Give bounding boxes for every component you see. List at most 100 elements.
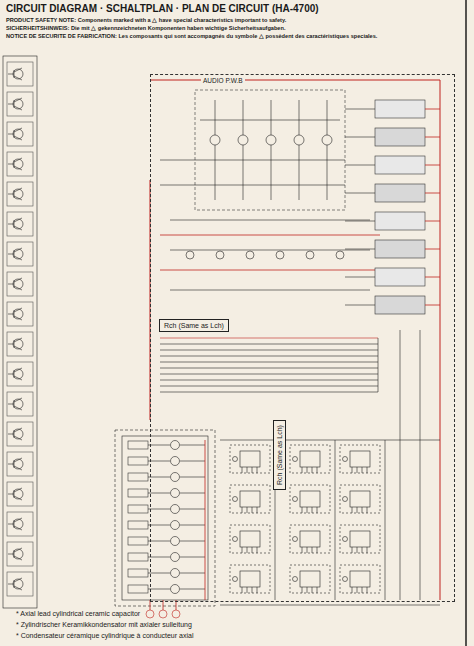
- wire: [345, 137, 375, 138]
- wire: [302, 547, 303, 553]
- component-box: [240, 571, 260, 587]
- wire: [14, 436, 22, 440]
- transistor-symbol: [171, 473, 180, 482]
- wire: [400, 330, 401, 600]
- component-box: [7, 572, 33, 596]
- wire: [299, 100, 300, 135]
- component-box: [300, 451, 320, 467]
- wire: [345, 277, 375, 278]
- transistor-symbol: [343, 537, 348, 542]
- wire: [271, 145, 272, 200]
- footnote: * Condensateur céramique cylindrique à c…: [16, 632, 193, 639]
- transistor-symbol: [13, 519, 23, 529]
- wire: [205, 440, 206, 600]
- wire: [307, 587, 308, 593]
- component-box: [240, 451, 260, 467]
- wire: [14, 196, 22, 200]
- wire: [252, 547, 253, 553]
- wire: [8, 434, 14, 435]
- wire: [352, 467, 353, 473]
- component-box: [128, 457, 148, 465]
- transistor-symbol: [210, 135, 220, 145]
- wire: [299, 145, 300, 200]
- wire: [14, 548, 22, 552]
- wire: [8, 74, 14, 75]
- wire: [312, 587, 313, 593]
- component-box: [300, 571, 320, 587]
- wire: [180, 493, 205, 494]
- wire: [160, 386, 378, 387]
- transistor-symbol: [238, 135, 248, 145]
- transistor-symbol: [293, 537, 298, 542]
- wire: [8, 134, 14, 135]
- component-box: [7, 242, 33, 266]
- wire: [327, 100, 328, 135]
- channel-box: Rch (Same as Lch): [159, 319, 229, 332]
- component-box: [7, 452, 33, 476]
- wire: [378, 338, 379, 392]
- transistor-symbol: [13, 309, 23, 319]
- component-box: [290, 445, 330, 473]
- transistor-symbol: [13, 459, 23, 469]
- transistor-symbol: [13, 429, 23, 439]
- wire: [148, 557, 170, 558]
- wire: [14, 128, 22, 132]
- wire: [307, 507, 308, 513]
- box-label: AUDIO P.W.B: [201, 77, 245, 84]
- component-box: [7, 482, 33, 506]
- wire: [307, 547, 308, 553]
- transistor-symbol: [216, 251, 224, 259]
- wire: [180, 589, 205, 590]
- component-box: [128, 505, 148, 513]
- wire: [367, 507, 368, 513]
- wire: [257, 587, 258, 593]
- transistor-symbol: [343, 457, 348, 462]
- wire: [170, 290, 370, 291]
- wire: [14, 278, 22, 282]
- wire: [170, 250, 370, 251]
- wire: [8, 584, 14, 585]
- wire: [8, 554, 14, 555]
- component-box: [7, 392, 33, 416]
- component-box: [128, 553, 148, 561]
- wire: [345, 109, 375, 110]
- transistor-symbol: [293, 457, 298, 462]
- transistor-symbol: [276, 251, 284, 259]
- wire: [352, 507, 353, 513]
- wire: [160, 368, 378, 369]
- wire: [14, 68, 22, 72]
- wire: [160, 356, 378, 357]
- component-box: [340, 485, 380, 513]
- wire: [8, 374, 14, 375]
- wire: [160, 270, 380, 271]
- wire: [257, 507, 258, 513]
- component-box: [122, 436, 208, 600]
- component-box: [290, 525, 330, 553]
- transistor-symbol: [13, 189, 23, 199]
- wire: [440, 80, 441, 600]
- wire: [8, 194, 14, 195]
- transistor-symbol: [171, 457, 180, 466]
- wire: [243, 100, 244, 135]
- component-box: [195, 90, 345, 210]
- transistor-symbol: [293, 577, 298, 582]
- component-box: [375, 212, 425, 230]
- component-box: [300, 491, 320, 507]
- footnote: * Zylindrischer Keramikkondensator mit a…: [16, 621, 192, 628]
- wire: [317, 587, 318, 593]
- transistor-symbol: [172, 610, 180, 618]
- wire: [425, 249, 440, 250]
- wire: [357, 467, 358, 473]
- wire: [257, 547, 258, 553]
- wire: [312, 467, 313, 473]
- wire: [160, 338, 378, 339]
- component-box: [128, 441, 148, 449]
- component-box: [300, 531, 320, 547]
- wire: [220, 605, 440, 606]
- transistor-symbol: [13, 129, 23, 139]
- wire: [367, 467, 368, 473]
- transistor-symbol: [233, 537, 238, 542]
- component-box: [375, 100, 425, 118]
- component-box: [230, 445, 270, 473]
